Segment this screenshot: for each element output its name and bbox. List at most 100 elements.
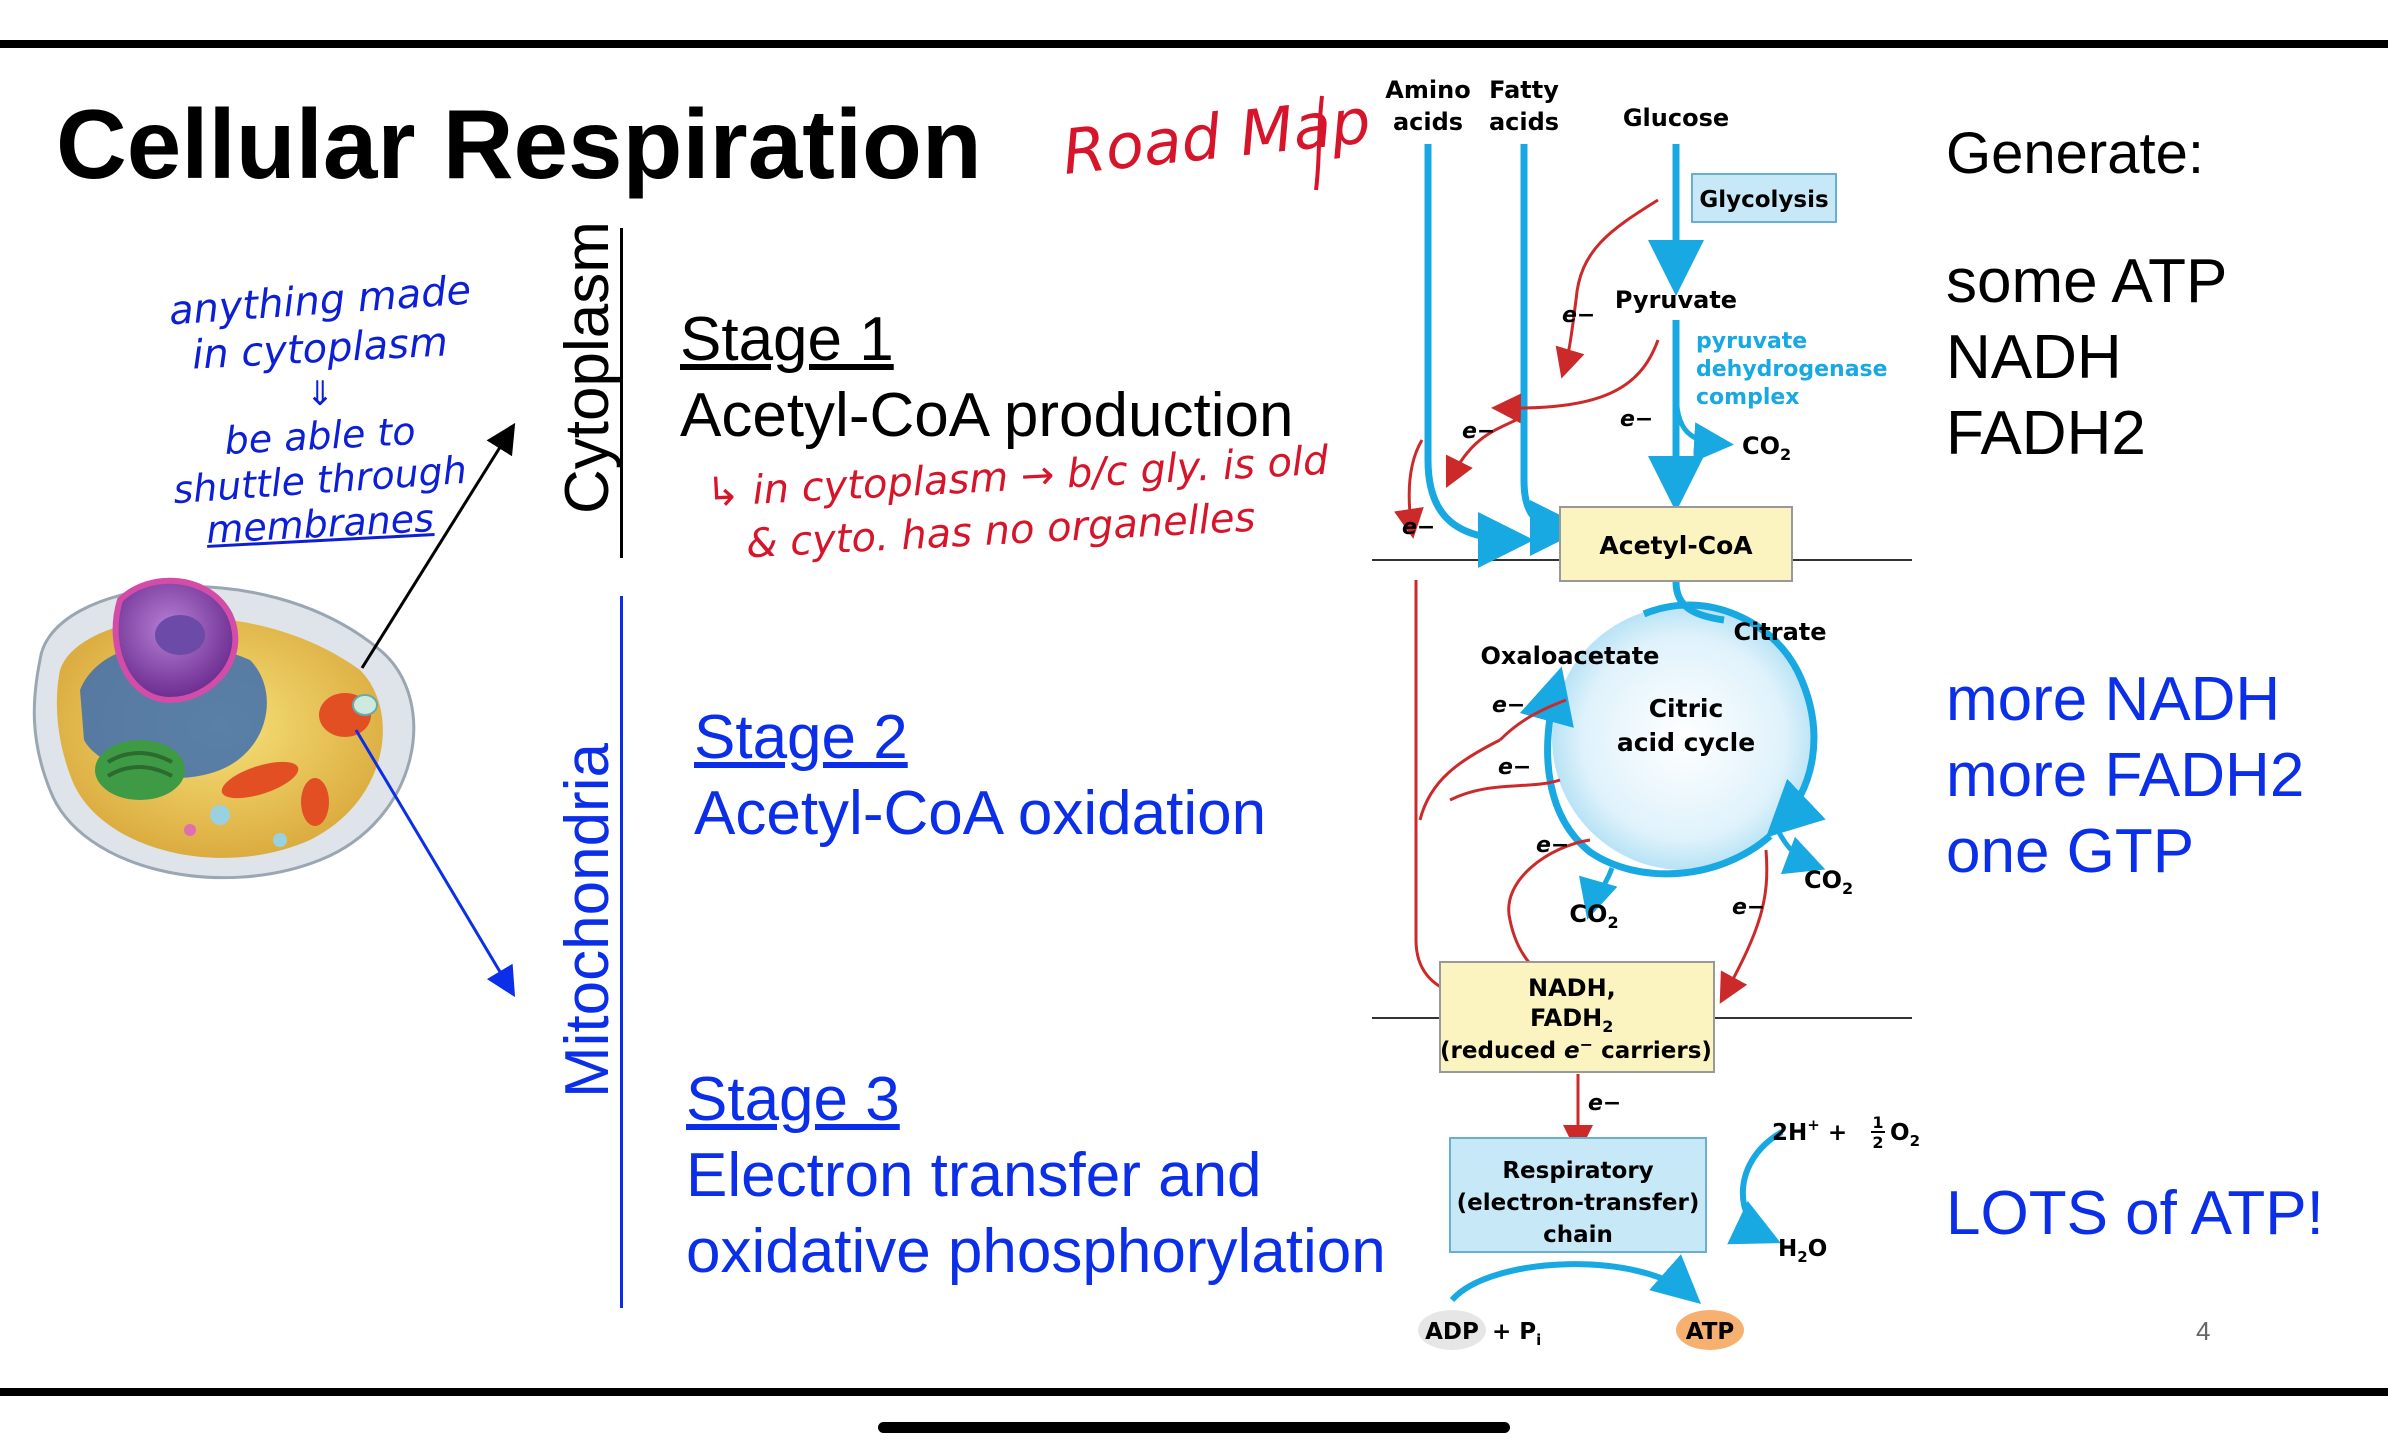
oxygen-to-water-arrow xyxy=(1727,1129,1784,1245)
glycolysis-label: Glycolysis xyxy=(1699,187,1828,213)
acetyl-entry-arrow xyxy=(1672,581,1725,624)
bottom-rule xyxy=(0,1388,2388,1396)
stage-3: Stage 3 Electron transfer and oxidative … xyxy=(686,1062,1386,1290)
adp-to-atp-arrow xyxy=(1449,1254,1701,1304)
phosphate-label: + Pi xyxy=(1492,1319,1541,1349)
electron-label: e− xyxy=(1402,515,1435,540)
atp-badge xyxy=(1676,1310,1744,1350)
left-note: anything made in cytoplasm ⇓ be able to … xyxy=(150,268,490,552)
electron-label: e− xyxy=(1588,1091,1621,1116)
fatty-acids-label-1: Fatty xyxy=(1489,76,1559,104)
left-note-arrow: ⇓ xyxy=(305,374,335,414)
generate-stage-2-item: one GTP xyxy=(1946,817,2195,886)
generate-stage-1-item: some ATP xyxy=(1946,247,2228,316)
water-label: H2O xyxy=(1778,1236,1827,1266)
generate-stage-1-item: FADH2 xyxy=(1946,399,2146,468)
generate-stage-3-item: LOTS of ATP! xyxy=(1946,1179,2324,1248)
fatty-acids-arrow xyxy=(1520,144,1586,556)
stage-3-description-line-2: oxidative phosphorylation xyxy=(686,1217,1386,1286)
generate-stage-3: LOTS of ATP! xyxy=(1946,1176,2324,1252)
cycle-arrow xyxy=(1519,666,1773,878)
stage-1-heading: Stage 1 xyxy=(680,305,894,374)
mitochondria-label: Mitochondria xyxy=(553,743,622,1098)
generate-stage-2: more NADH more FADH2 one GTP xyxy=(1946,662,2304,890)
stage-3-heading: Stage 3 xyxy=(686,1065,900,1134)
home-indicator[interactable] xyxy=(878,1422,1510,1433)
amino-acids-arrow xyxy=(1424,144,1534,568)
half-denominator: 2 xyxy=(1872,1133,1883,1152)
electron-label: e− xyxy=(1498,755,1531,780)
top-rule xyxy=(0,40,2388,48)
electron-label: e− xyxy=(1536,833,1569,858)
adp-label: ADP xyxy=(1425,1319,1479,1345)
animal-cell-illustration xyxy=(32,577,416,880)
pdh-label-3: complex xyxy=(1696,385,1799,410)
cycle-electron-arrow xyxy=(1418,738,1501,821)
amino-acids-label-2: acids xyxy=(1393,108,1463,136)
fatty-acids-label-2: acids xyxy=(1489,108,1559,136)
glycolysis-box xyxy=(1691,173,1837,223)
adp-badge xyxy=(1418,1310,1486,1350)
electron-label: e− xyxy=(1462,419,1495,444)
co2-branch-arrow xyxy=(1673,389,1734,463)
generate-stage-1-item: NADH xyxy=(1946,323,2122,392)
acetyl-coa-box xyxy=(1559,506,1793,582)
glycolysis-electron-arrow xyxy=(1555,198,1659,379)
pdh-electron-arrow xyxy=(1491,339,1660,424)
carriers-line-1: NADH, xyxy=(1528,974,1616,1002)
respiration-pathway-diagram: Amino acids Fatty acids Glucose Glycolys… xyxy=(1372,76,1920,1350)
pdh-label-2: dehydrogenase xyxy=(1696,357,1888,382)
co2-cycle-label-left: CO2 xyxy=(1569,900,1618,932)
cycle-electron-arrow xyxy=(1449,778,1561,802)
electron-label: e− xyxy=(1732,895,1765,920)
pyruvate-label: Pyruvate xyxy=(1615,286,1737,314)
generate-stage-2-item: more NADH xyxy=(1946,665,2281,734)
cytoplasm-label: Cytoplasm xyxy=(553,221,622,514)
citrate-label: Citrate xyxy=(1733,618,1826,646)
stage-1-description: Acetyl-CoA production xyxy=(680,381,1294,450)
amino-acids-label-1: Amino xyxy=(1385,76,1470,104)
pdh-label-1: pyruvate xyxy=(1696,329,1807,354)
stage-3-description-line-1: Electron transfer and xyxy=(686,1141,1262,1210)
oxygen-molecule-label: O2 xyxy=(1890,1120,1920,1150)
carriers-line-3: (reduced e− carriers) xyxy=(1440,1035,1712,1064)
mitochondria-divider xyxy=(620,596,623,1308)
resp-chain-line-1: Respiratory xyxy=(1502,1158,1653,1184)
co2-pdh-label: CO2 xyxy=(1742,432,1791,464)
electron-label: e− xyxy=(1620,407,1653,432)
cytoplasm-divider xyxy=(620,228,623,558)
stage-2: Stage 2 Acetyl-CoA oxidation xyxy=(694,700,1266,852)
stage-2-description: Acetyl-CoA oxidation xyxy=(694,779,1267,848)
cycle-electron-arrow xyxy=(1498,698,1567,742)
road-map-stroke xyxy=(1314,95,1324,191)
reduced-carriers-box xyxy=(1439,961,1715,1073)
generate-heading: Generate: xyxy=(1946,121,2204,186)
citric-acid-cycle-label-1: Citric xyxy=(1649,694,1724,723)
fatty-acid-electron-arrow xyxy=(1445,418,1517,489)
acetyl-coa-label: Acetyl-CoA xyxy=(1599,531,1753,560)
co2-cycle-arrow-left xyxy=(1579,867,1618,920)
citric-acid-cycle-circle xyxy=(1552,606,1816,870)
cycle-electron-arrow xyxy=(1719,849,1769,1004)
electron-label: e− xyxy=(1492,693,1525,718)
stage-2-heading: Stage 2 xyxy=(694,703,908,772)
oxaloacetate-label: Oxaloacetate xyxy=(1481,642,1660,670)
resp-chain-line-3: chain xyxy=(1543,1222,1613,1248)
page-number: 4 xyxy=(2196,1316,2211,1346)
resp-chain-line-2: (electron-transfer) xyxy=(1457,1190,1700,1216)
co2-cycle-arrow-right xyxy=(1771,821,1826,875)
respiratory-chain-box xyxy=(1449,1137,1707,1253)
carriers-line-2: FADH2 xyxy=(1530,1004,1613,1036)
oxygen-label: 2H+ + xyxy=(1772,1116,1847,1146)
generate-stage-2-item: more FADH2 xyxy=(1946,741,2305,810)
citric-acid-cycle-label-2: acid cycle xyxy=(1617,728,1755,757)
cell-pointer-arrows xyxy=(354,422,516,998)
glucose-label: Glucose xyxy=(1623,104,1729,132)
co2-cycle-label-right: CO2 xyxy=(1804,866,1853,898)
generate-stage-1: some ATP NADH FADH2 xyxy=(1946,244,2227,472)
amino-acid-electron-arrow xyxy=(1394,439,1424,539)
cycle-arrow xyxy=(1642,601,1826,838)
stage-1: Stage 1 Acetyl-CoA production xyxy=(680,302,1293,454)
half-numerator: 1 xyxy=(1872,1113,1883,1132)
electron-label: e− xyxy=(1562,303,1595,328)
